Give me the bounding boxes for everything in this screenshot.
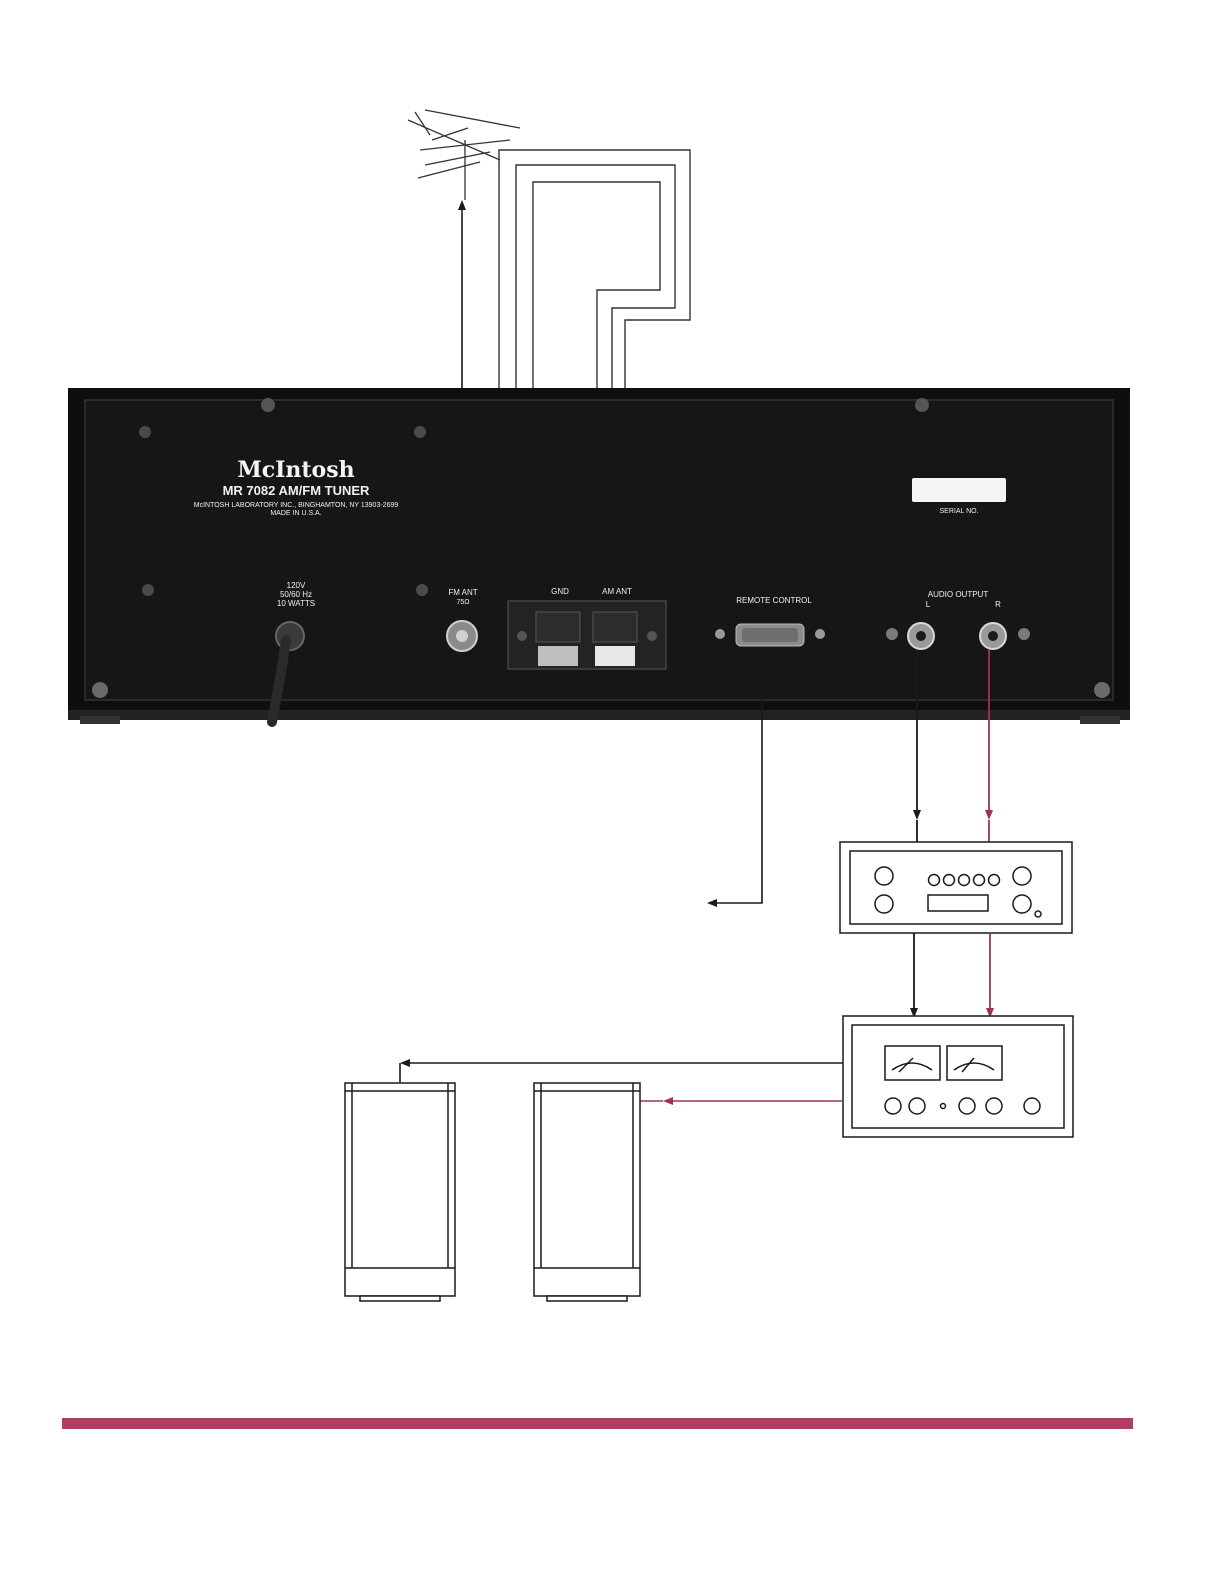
mount-hole-icon [414, 426, 426, 438]
jack-nut-icon [886, 628, 898, 640]
remote-control-label: REMOTE CONTROL [736, 596, 812, 605]
footer-divider-bar [62, 1418, 1133, 1429]
fm-antenna-icon [408, 110, 520, 200]
mount-hole-icon [139, 426, 151, 438]
fm-antenna-jack[interactable] [447, 621, 477, 651]
tuner-rear-panel: McIntosh MR 7082 AM/FM TUNER McINTOSH LA… [68, 388, 1130, 724]
power-amplifier-unit [843, 1016, 1073, 1137]
serial-label: SERIAL NO. [939, 508, 978, 515]
mount-hole-icon [142, 584, 154, 596]
jack-nut-icon [1018, 628, 1030, 640]
gnd-label: GND [551, 587, 569, 596]
maker-line: McINTOSH LABORATORY INC., BINGHAMTON, NY… [194, 502, 399, 509]
audio-output-label: AUDIO OUTPUT [928, 590, 989, 599]
screw-icon [92, 682, 108, 698]
screw-icon [915, 398, 929, 412]
am-ant-terminal-button[interactable] [595, 646, 635, 666]
serial-plate [912, 478, 1006, 502]
power-line-3: 10 WATTS [277, 599, 315, 608]
made-in-label: MADE IN U.S.A. [270, 510, 321, 517]
preamplifier-unit [840, 842, 1072, 933]
screw-icon [1094, 682, 1110, 698]
screw-icon [261, 398, 275, 412]
left-speaker-icon [345, 1083, 455, 1301]
fm-ant-label: FM ANT [448, 588, 477, 597]
mount-hole-icon [416, 584, 428, 596]
right-speaker-icon [534, 1083, 640, 1301]
panel-foot [80, 716, 120, 724]
model-label: MR 7082 AM/FM TUNER [223, 483, 370, 498]
audio-left-label: L [926, 600, 931, 609]
gnd-terminal-button[interactable] [538, 646, 578, 666]
power-line-1: 120V [287, 581, 306, 590]
am-ant-label: AM ANT [602, 587, 632, 596]
antenna-terminal-block [508, 601, 666, 669]
brand-logo: McIntosh [237, 457, 354, 483]
fm-ohms-label: 75Ω [456, 599, 469, 606]
power-line-2: 50/60 Hz [280, 590, 312, 599]
audio-right-label: R [995, 600, 1001, 609]
audio-output-left-jack[interactable] [908, 623, 934, 649]
audio-output-right-jack[interactable] [980, 623, 1006, 649]
panel-foot [1080, 716, 1120, 724]
